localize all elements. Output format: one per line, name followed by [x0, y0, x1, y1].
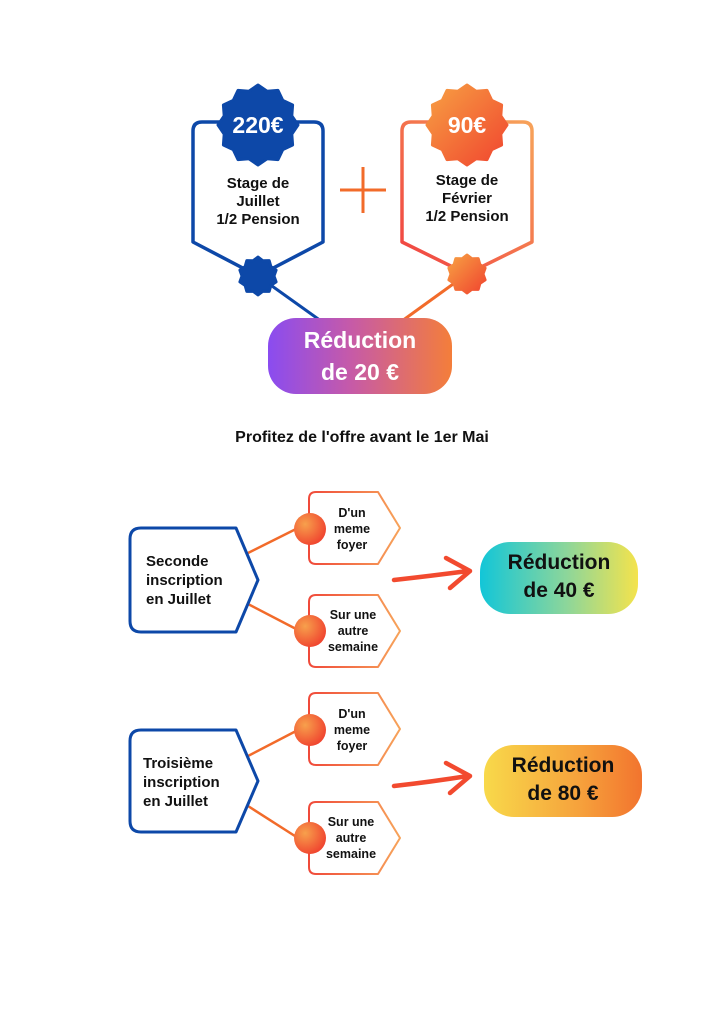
option-tag-1b	[308, 594, 401, 668]
offer-2-label: Troisième inscription en Juillet	[143, 755, 255, 811]
left-card-line-1: Stage de	[226, 175, 290, 192]
offer-1-result-line-2: de 40 €	[523, 579, 595, 603]
offer-1-label: Seconde inscription en Juillet	[146, 553, 256, 609]
offer-1-option-a-line-1: D'un	[338, 506, 366, 520]
plus-icon	[340, 167, 386, 213]
offer-2-result: Réduction de 80 €	[484, 752, 642, 809]
offer-2-label-line-2: inscription	[143, 773, 220, 791]
offer-2-option-a: D'un meme foyer	[320, 706, 384, 754]
left-card-text: Stage de Juillet 1/2 Pension	[198, 175, 318, 229]
result-top-text: Réduction de 20 €	[268, 324, 452, 388]
result-top-line-2: de 20 €	[321, 359, 399, 386]
offer-1-option-b-line-3: semaine	[327, 640, 379, 654]
offer-1-label-line-1: Seconde	[146, 553, 209, 570]
right-card-line-2: Février	[441, 190, 493, 207]
option-tag-1a	[308, 491, 401, 565]
offer-row-2	[128, 692, 642, 875]
offer-2-option-b-line-2: autre	[335, 831, 367, 845]
offer-headline: Profitez de l'offre avant le 1er Mai	[235, 429, 489, 446]
offer-1-option-b-line-2: autre	[337, 624, 369, 638]
result-pill-top	[268, 318, 452, 394]
offer-2-option-b-line-1: Sur une	[327, 815, 375, 829]
offer-1-option-a-line-2: meme	[333, 522, 371, 536]
offer-2-result-line-2: de 80 €	[527, 782, 599, 806]
price-badge-right	[425, 83, 509, 167]
option-tag-2b	[308, 801, 401, 875]
offer-1-option-b: Sur une autre semaine	[318, 607, 388, 655]
connector-dot-icon	[294, 513, 326, 545]
offer-1-result-line-1: Réduction	[507, 551, 611, 574]
connector-dot-icon	[294, 615, 326, 647]
offer-2-option-a-line-1: D'un	[338, 707, 366, 721]
offer-1-option-a-line-3: foyer	[336, 538, 368, 552]
arrow-right-icon	[391, 555, 473, 591]
left-card-line-2: Juillet	[236, 193, 280, 210]
offer-1-label-line-2: inscription	[146, 571, 223, 589]
arrow-right-icon	[391, 760, 473, 796]
offer-2-option-a-line-3: foyer	[336, 739, 368, 753]
price-right: 90€	[447, 112, 487, 138]
offer-2-result-line-1: Réduction	[511, 754, 615, 777]
offer-row-1	[128, 491, 638, 668]
offer-2-option-a-line-2: meme	[333, 723, 371, 737]
result-pill-1	[480, 542, 638, 614]
right-card-text: Stage de Février 1/2 Pension	[407, 172, 527, 226]
offer-2-label-line-3: en Juillet	[143, 792, 209, 810]
offer-1-option-b-line-1: Sur une	[329, 608, 377, 622]
left-card-line-3: 1/2 Pension	[216, 211, 300, 228]
offer-1-label-line-3: en Juillet	[146, 590, 212, 608]
label-box-1	[128, 526, 260, 634]
price-badge-left	[216, 83, 300, 167]
right-card-line-3: 1/2 Pension	[425, 208, 509, 225]
price-left: 220€	[232, 112, 284, 138]
connector-dot-icon	[447, 253, 487, 295]
offer-1-option-a: D'un meme foyer	[320, 505, 384, 553]
connector-dot-icon	[238, 255, 278, 297]
offer-2-option-b-line-3: semaine	[325, 847, 377, 861]
offer-2-option-b: Sur une autre semaine	[316, 814, 386, 862]
label-box-2	[128, 728, 260, 834]
result-top-line-1: Réduction	[303, 327, 417, 353]
result-pill-2	[484, 745, 642, 817]
offer-2-label-line-1: Troisième	[143, 755, 214, 772]
option-tag-2a	[308, 692, 401, 766]
offer-1-result: Réduction de 40 €	[480, 549, 638, 606]
connector-dot-icon	[294, 822, 326, 854]
connector-dot-icon	[294, 714, 326, 746]
right-card-line-1: Stage de	[435, 172, 499, 189]
